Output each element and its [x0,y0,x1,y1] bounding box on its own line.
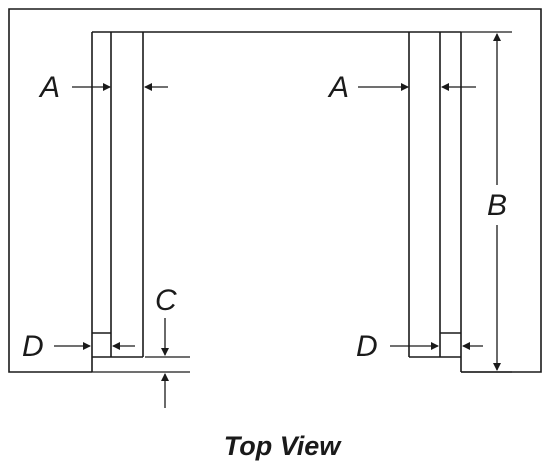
label-d-left: D [22,330,44,363]
label-b: B [487,189,507,222]
label-a-left: A [38,71,60,104]
label-d-right: D [356,330,378,363]
cabinet-outline [8,8,542,373]
label-a-right: A [327,71,349,104]
label-c: C [155,284,177,317]
caption-top-view: Top View [224,431,343,461]
